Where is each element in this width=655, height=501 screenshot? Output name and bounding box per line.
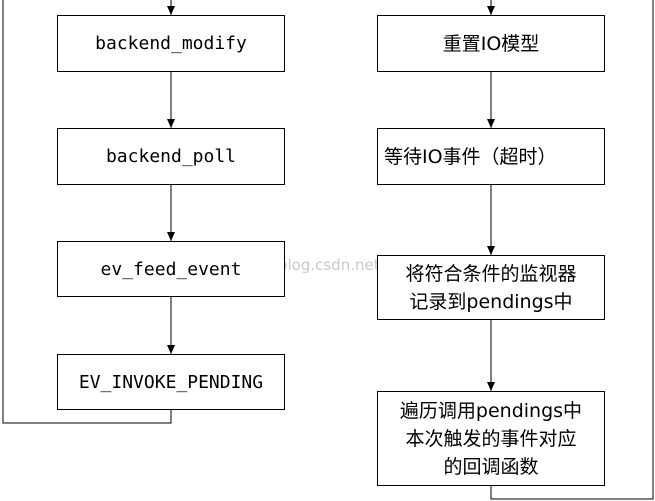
step-ev-feed-event-label: ev_feed_event	[100, 258, 242, 280]
step-backend-poll: backend_poll	[57, 128, 285, 185]
left-loop-line	[2, 0, 172, 424]
step-backend-modify: backend_modify	[57, 15, 285, 72]
right-loop-line	[490, 0, 654, 500]
step-ev-feed-event: ev_feed_event	[57, 241, 285, 297]
step-ev-invoke-pending-label: EV_INVOKE_PENDING	[78, 371, 264, 393]
step-reset-io-model-label: 重置IO模型	[442, 32, 540, 55]
step-ev-invoke-pending: EV_INVOKE_PENDING	[57, 354, 285, 410]
step-invoke-callbacks-label: 遍历调用pendings中 本次触发的事件对应 的回调函数	[399, 399, 583, 478]
step-wait-io-event: 等待IO事件（超时）	[377, 128, 605, 185]
step-reset-io-model: 重置IO模型	[377, 15, 605, 72]
step-record-watchers-label: 将符合条件的监视器 记录到pendings中	[405, 262, 577, 313]
step-invoke-callbacks: 遍历调用pendings中 本次触发的事件对应 的回调函数	[377, 391, 605, 486]
step-wait-io-event-label: 等待IO事件（超时）	[384, 145, 557, 168]
step-backend-modify-label: backend_modify	[95, 33, 247, 54]
step-backend-poll-label: backend_poll	[105, 146, 237, 167]
step-record-watchers: 将符合条件的监视器 记录到pendings中	[377, 255, 605, 320]
